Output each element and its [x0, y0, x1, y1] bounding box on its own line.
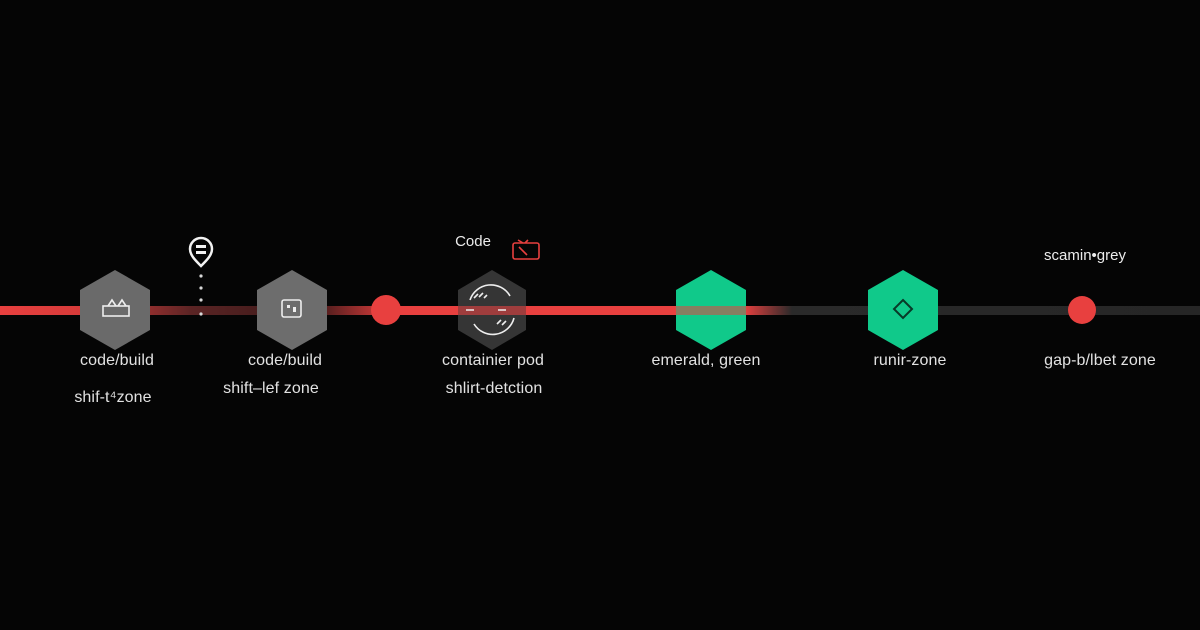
node-red-dot-1[interactable]	[371, 295, 401, 325]
node-3-label: containier pod	[442, 352, 544, 369]
box-icon	[281, 299, 302, 318]
node-3-sublabel: shlirt-detction	[445, 380, 543, 397]
node-1-sublabel: shif-t⁴zone	[74, 389, 152, 406]
node-4-label: emerald, green	[651, 352, 761, 369]
node-runtime-zone[interactable]	[868, 270, 938, 350]
node-1-label: code/build	[80, 352, 154, 369]
scanning-label: scamin•grey	[1044, 247, 1126, 264]
node-6-label: gap-b/lbet zone	[1044, 352, 1156, 369]
code-label: Code	[455, 233, 491, 250]
tv-alert-icon	[512, 239, 540, 260]
scatter-icon	[466, 284, 515, 336]
marker-dotted-line	[199, 274, 203, 316]
node-red-dot-2[interactable]	[1068, 296, 1096, 324]
node-2-label: code/build	[248, 352, 322, 369]
node-5-label: runir-zone	[873, 352, 947, 369]
blocks-icon	[102, 298, 130, 317]
pipeline-track	[0, 306, 1200, 315]
node-code-build-2[interactable]	[257, 270, 327, 350]
diamond-icon	[892, 298, 914, 320]
node-emerald-green[interactable]	[676, 270, 746, 350]
node-code-build-1[interactable]	[80, 270, 150, 350]
node-2-sublabel: shift–lef zone	[223, 380, 319, 397]
node-container-pod[interactable]	[458, 270, 526, 350]
location-pin-icon	[188, 236, 214, 268]
